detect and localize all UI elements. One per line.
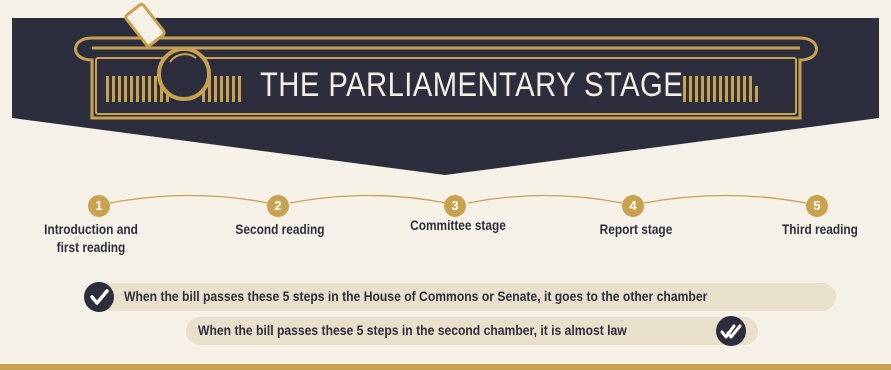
double-check-icon: [716, 316, 746, 346]
step-number-badge: 5: [806, 195, 828, 217]
step-label: Third reading: [782, 222, 858, 237]
scroll-icon: [74, 36, 818, 120]
check-icon: [84, 282, 114, 312]
step-label: Committee stage: [410, 218, 506, 233]
timeline-connectors: [109, 194, 807, 204]
step-label: Second reading: [235, 222, 325, 237]
stripe-decoration-right: [683, 76, 758, 102]
step-number-badge: 1: [88, 195, 110, 217]
step-label: Introduction and first reading: [44, 222, 138, 255]
bottom-border: [0, 364, 891, 370]
step-number-badge: 3: [444, 195, 466, 217]
note-text: When the bill passes these 5 steps in th…: [198, 323, 627, 338]
step-number-badge: 4: [622, 195, 644, 217]
note-text: When the bill passes these 5 steps in th…: [124, 289, 708, 304]
note-other-chamber: When the bill passes these 5 steps in th…: [84, 282, 836, 312]
note-almost-law: When the bill passes these 5 steps in th…: [186, 316, 758, 346]
step-label: Report stage: [599, 222, 673, 237]
magnifier-icon: [124, 2, 211, 101]
page-title: THE PARLIAMENTARY STAGE: [260, 66, 684, 104]
step-number-badge: 2: [267, 195, 289, 217]
